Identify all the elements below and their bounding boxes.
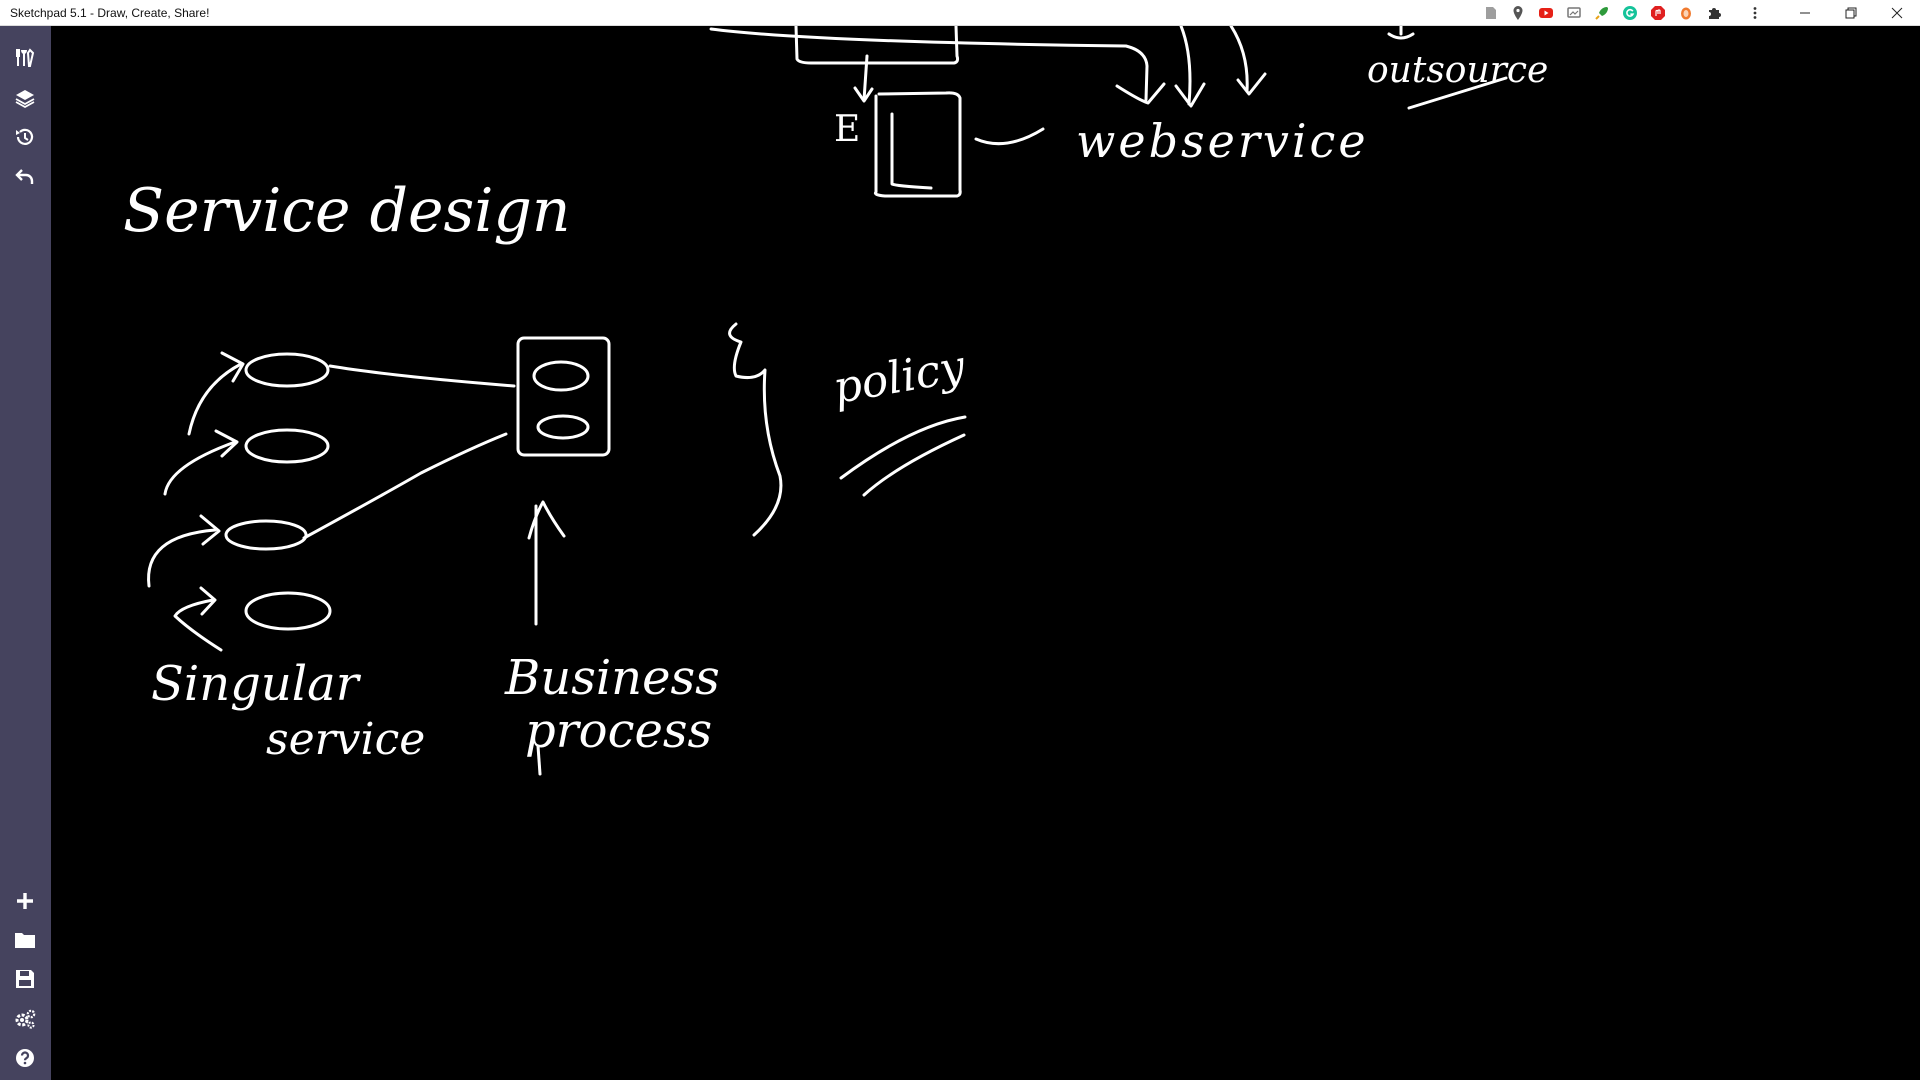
stroke-arrow-outsource-head: [1387, 32, 1415, 40]
save-button[interactable]: [10, 964, 40, 994]
folder-icon: [15, 933, 35, 948]
label-service: service: [266, 714, 426, 765]
tools-button[interactable]: [10, 43, 40, 73]
save-icon: [16, 970, 34, 988]
window-title-bar: Sketchpad 5.1 - Draw, Create, Share!: [0, 0, 1920, 26]
stroke-policy-underline-2: [862, 433, 966, 497]
stroke-arrow-oval-2-head: [214, 429, 239, 458]
location-pin-icon[interactable]: [1510, 5, 1526, 21]
restore-icon: [1845, 7, 1857, 19]
page-icon[interactable]: [1483, 5, 1499, 21]
stroke-db-inner: [890, 112, 933, 190]
restore-button[interactable]: [1828, 0, 1874, 26]
add-icon: [17, 893, 33, 909]
stroke-arrow-oval-2: [163, 440, 237, 496]
puzzle-icon[interactable]: [1706, 5, 1722, 21]
stroke-outsource-underline: [1407, 76, 1508, 110]
layers-icon: [15, 90, 35, 109]
stroke-arrow-ws-2: [1229, 26, 1249, 93]
label-outsource: outsource: [1367, 50, 1549, 91]
stroke-arrow-oval-3-head: [199, 514, 221, 546]
window-title: Sketchpad 5.1 - Draw, Create, Share!: [10, 6, 210, 20]
stroke-arrow-ws-1: [1179, 26, 1192, 106]
stroke-arrow-e: [862, 54, 869, 102]
stroke-top-box: [794, 26, 960, 65]
layers-button[interactable]: [10, 83, 40, 113]
help-button[interactable]: [10, 1043, 40, 1073]
heading-service-design: Service design: [123, 176, 571, 246]
stroke-arrow-oval-1: [187, 362, 243, 436]
stroke-line-oval1-bp: [328, 364, 516, 388]
history-button[interactable]: [10, 122, 40, 152]
minimize-button[interactable]: [1782, 0, 1828, 26]
undo-icon: [15, 169, 34, 184]
stroke-arrow-oval-1-head: [220, 351, 245, 383]
stroke-db-box: [873, 91, 962, 198]
stroke-line-oval3-bp: [302, 432, 508, 540]
stroke-connector-webservice: [974, 127, 1045, 146]
close-button[interactable]: [1874, 0, 1920, 26]
stroke-curly-brace: [728, 322, 783, 537]
open-folder-button[interactable]: [10, 925, 40, 955]
stroke-service-oval-2: [244, 428, 330, 464]
screen-capture-icon[interactable]: [1566, 5, 1582, 21]
grammarly-icon[interactable]: [1622, 5, 1638, 21]
ink-strokes: [147, 26, 1508, 776]
youtube-icon[interactable]: [1538, 5, 1554, 21]
stroke-bp-descender: [536, 744, 542, 776]
help-icon: [16, 1049, 34, 1067]
left-toolbar: [0, 26, 51, 1080]
stroke-arrow-oval-3: [147, 528, 217, 588]
settings-button[interactable]: [10, 1004, 40, 1034]
label-webservice: webservice: [1076, 114, 1369, 168]
stroke-arrow-ws-1-head: [1174, 82, 1206, 108]
honey-icon[interactable]: [1678, 5, 1694, 21]
stroke-arrow-bp-head: [527, 500, 566, 540]
rocket-icon[interactable]: [1594, 5, 1610, 21]
undo-button[interactable]: [10, 161, 40, 191]
minimize-icon: [1800, 12, 1810, 14]
stroke-policy-underline-1: [839, 415, 967, 480]
settings-icon: [15, 1009, 36, 1029]
adblock-icon[interactable]: [1650, 5, 1666, 21]
stroke-service-oval-4: [244, 591, 332, 631]
tools-icon: [16, 48, 35, 67]
drawing-canvas[interactable]: Service design webservice outsource E po…: [51, 26, 1920, 1080]
kebab-menu-icon[interactable]: [1747, 5, 1763, 21]
stroke-arrow-ws-2-head: [1236, 72, 1267, 96]
stroke-service-oval-1: [244, 352, 330, 388]
history-icon: [16, 128, 34, 145]
stroke-bp-oval-2: [536, 414, 590, 440]
label-business: Business: [505, 650, 720, 706]
stroke-top-horizontal: [709, 27, 1149, 102]
label-singular: Singular: [151, 656, 359, 712]
stroke-arrow-oval-4: [173, 598, 223, 652]
stroke-bp-oval-1: [532, 360, 590, 392]
stroke-arrow-e-head: [853, 86, 874, 103]
stroke-service-oval-3: [224, 519, 308, 551]
add-button[interactable]: [10, 886, 40, 916]
close-icon: [1891, 7, 1903, 19]
label-process: process: [525, 703, 713, 759]
label-e: E: [834, 109, 861, 150]
stroke-bp-box: [516, 336, 611, 457]
stroke-arrow-head-1: [1115, 82, 1166, 105]
stroke-arrow-oval-4-head: [199, 586, 217, 616]
